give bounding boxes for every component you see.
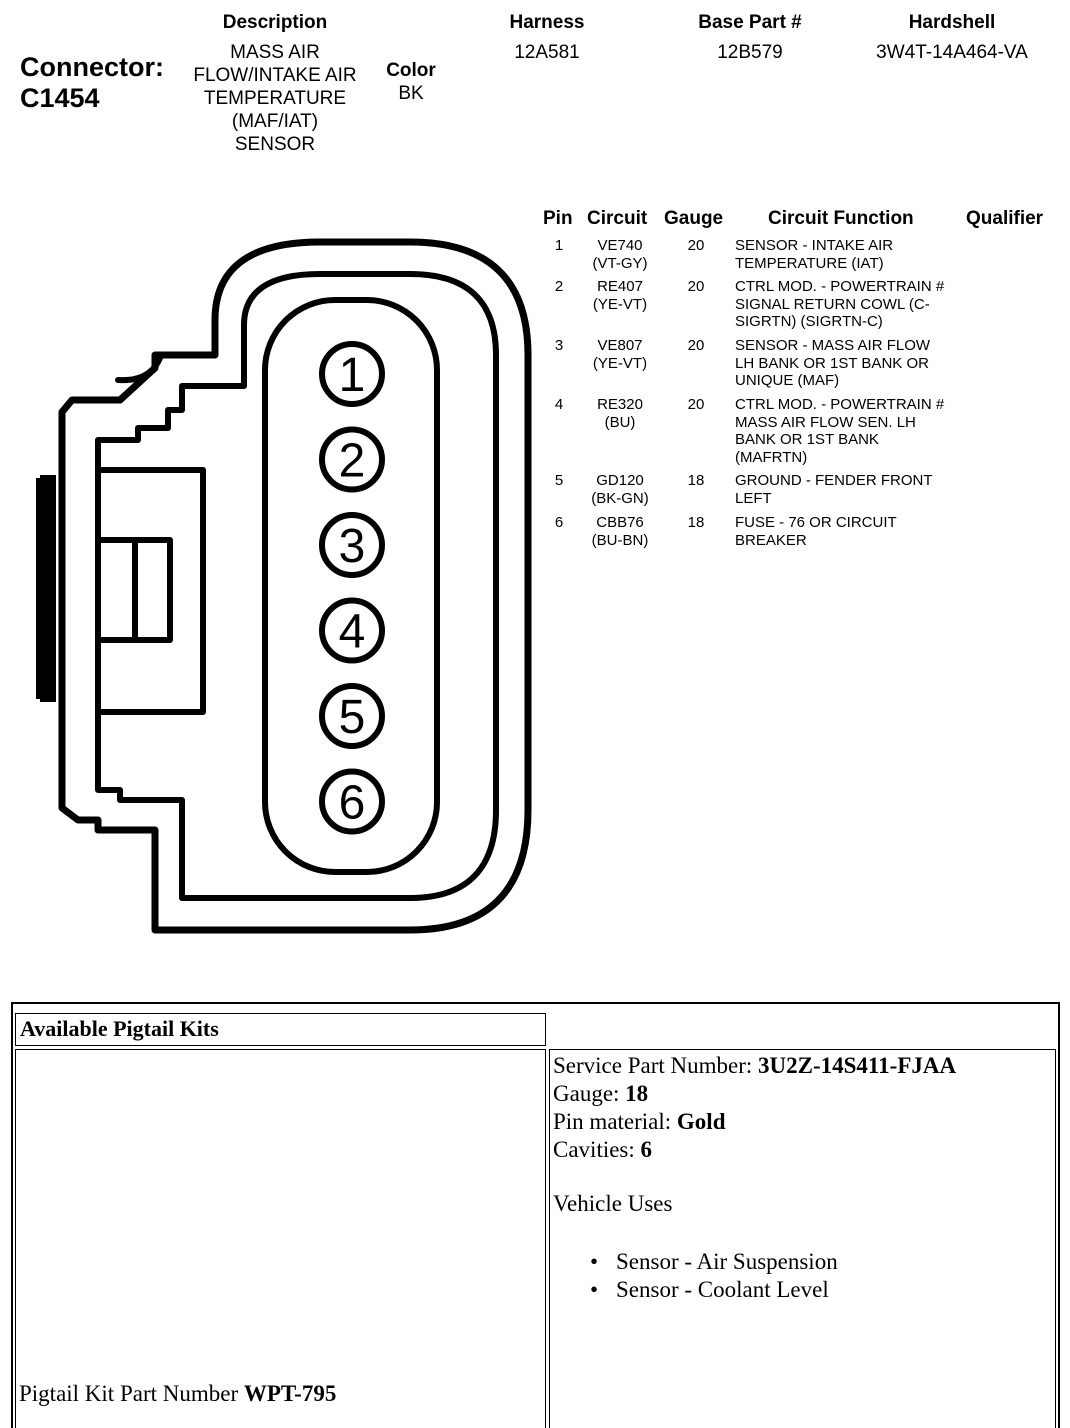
pin-gauge: 20 [687,278,705,295]
description-line: FLOW/INTAKE AIR [193,65,357,86]
cavity-4-circle [319,597,385,664]
connector-face-diagram: 1 2 3 4 5 6 [36,238,532,934]
connector-title: Connector: C1454 [20,52,164,114]
vehicle-uses-list: •Sensor - Air Suspension •Sensor - Coola… [590,1248,838,1304]
description-value: MASS AIR FLOW/INTAKE AIR TEMPERATURE (MA… [175,41,375,156]
pin-circuit: GD120(BK-GN) [591,472,649,507]
pin-number: 3 [554,337,564,354]
pin-number: 1 [554,237,564,254]
function-col-header: Circuit Function [768,208,914,229]
color-label: Color [386,60,436,81]
kit-part-value: WPT-795 [243,1381,337,1406]
pin-material-row: Pin material: Gold [553,1109,726,1134]
pin-gauge: 18 [687,472,705,489]
base-part-value: 12B579 [717,42,783,63]
pigtail-info-cell [549,1049,1056,1428]
cavity-window [262,297,440,875]
side-rib-edge [36,478,42,699]
service-part-row: Service Part Number: 3U2Z-14S411-FJAA [553,1053,957,1078]
circuit-col-header: Circuit [587,208,648,229]
pin-number: 6 [554,514,564,531]
pin-number: 5 [554,472,564,489]
cavity-1-label: 1 [339,349,366,402]
pigtail-title: Available Pigtail Kits [15,1013,546,1046]
list-item: •Sensor - Air Suspension [590,1249,838,1274]
cavity-1-circle [319,341,385,407]
description-line: TEMPERATURE [203,88,347,109]
cavity-3-label: 3 [339,520,366,573]
pin-circuit: RE320(BU) [597,396,643,431]
vehicle-uses-title: Vehicle Uses [553,1191,673,1216]
pigtail-section-frame [11,1002,1060,1428]
cavity-6-circle [319,768,385,835]
cavities-row: Cavities: 6 [553,1137,653,1162]
pin-circuit: VE807(YE-VT) [592,337,648,372]
shell-inner-outline [95,271,499,901]
pin-col-header: Pin [543,208,573,229]
cavity-4-label: 4 [339,606,366,659]
cavity-5-circle [319,683,385,749]
cavity-6-label: 6 [339,777,366,830]
pin-number: 2 [554,278,564,295]
pin-gauge: 20 [687,396,705,413]
shell-outer-outline [58,238,532,934]
base-part-header: Base Part # [698,12,802,33]
latch-box-outer [95,467,206,715]
pigtail-image-cell [15,1049,546,1428]
latch-notch [115,355,163,384]
harness-header: Harness [509,12,585,33]
cavity-5-label: 5 [339,691,366,744]
side-rib [40,475,56,702]
cavity-3-circle [319,512,385,578]
pin-gauge: 20 [687,337,705,354]
bullet-icon: • [590,1249,599,1274]
description-header: Description [222,12,328,33]
color-field: Color BK [375,59,447,105]
gauge-row: Gauge: 18 [553,1081,649,1106]
qualifier-col-header: Qualifier [966,208,1044,229]
hardshell-value: 3W4T-14A464-VA [876,42,1028,63]
connector-id: C1454 [20,83,100,113]
description-line: SENSOR [234,134,316,155]
pin-number: 4 [554,396,564,413]
connector-label: Connector: [20,52,164,82]
cavity-group: 1 2 3 4 5 6 [319,341,385,835]
gauge-col-header: Gauge [664,208,724,229]
color-value: BK [398,83,424,104]
pin-circuit: CBB76(BU-BN) [591,514,649,549]
pin-function: CTRL MOD. - POWERTRAIN #SIGNAL RETURN CO… [735,278,945,330]
kit-part-label: Pigtail Kit Part Number [19,1381,244,1406]
pigtail-specs: Service Part Number: 3U2Z-14S411-FJAA Ga… [553,1052,956,1164]
pin-circuit: VE740(VT-GY) [592,237,648,272]
pigtail-kit-part-number: Pigtail Kit Part Number WPT-795 [19,1380,336,1408]
description-line: MASS AIR [230,42,320,63]
hardshell-header: Hardshell [908,12,996,33]
pin-gauge: 20 [687,237,705,254]
pin-function: CTRL MOD. - POWERTRAIN #MASS AIR FLOW SE… [735,396,945,466]
list-item: •Sensor - Coolant Level [590,1277,829,1302]
description-line: (MAF/IAT) [231,111,319,132]
harness-value: 12A581 [514,42,580,63]
pin-gauge: 18 [687,514,705,531]
cavity-2-circle [319,426,385,493]
pin-circuit: RE407(YE-VT) [592,278,648,313]
cavity-2-label: 2 [339,435,366,488]
bullet-icon: • [590,1277,599,1302]
